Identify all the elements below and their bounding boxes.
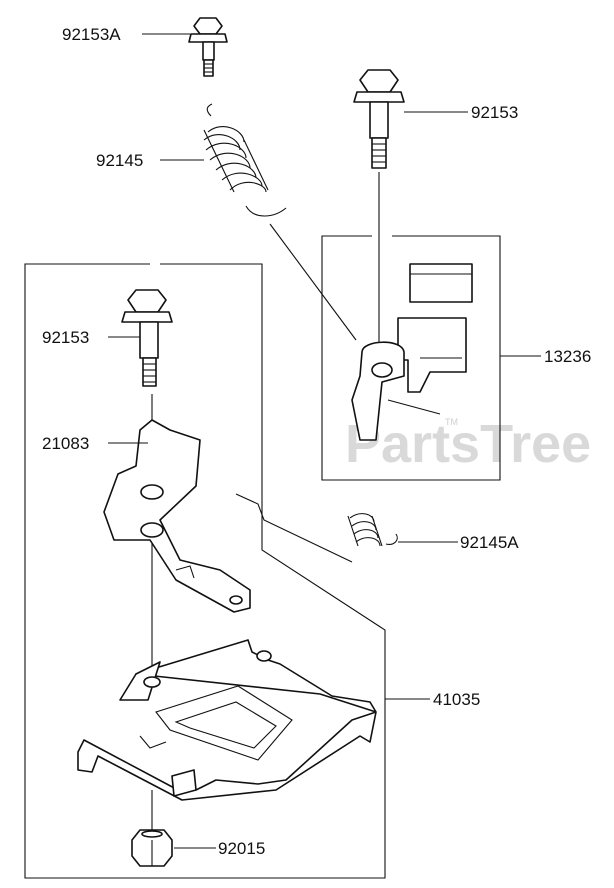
- watermark-tm: TM: [445, 417, 458, 427]
- bolt-92153-lower: [121, 289, 173, 387]
- group-outline-41035: [24, 263, 386, 879]
- callout-13236: 13236: [544, 347, 591, 366]
- nut-92015: [131, 829, 173, 867]
- callout-41035: 41035: [433, 690, 480, 709]
- link-92145-13236: [269, 223, 357, 341]
- watermark: PartsTree: [345, 414, 591, 474]
- link-plate-21083: [103, 419, 251, 613]
- bolt-92153-upper: [353, 69, 405, 169]
- callout-92153-lower: 92153: [42, 328, 89, 347]
- spring-92145a: [347, 513, 398, 547]
- lever-13236: [351, 263, 473, 441]
- spring-92145: [203, 126, 287, 217]
- bracket-41035: [77, 639, 377, 801]
- link-92153a-92145: [206, 103, 213, 117]
- bolt-92153a: [188, 17, 228, 77]
- callout-92153a: 92153A: [62, 25, 121, 44]
- callout-92153-upper: 92153: [471, 103, 518, 122]
- callout-92145a: 92145A: [460, 533, 519, 552]
- callout-21083: 21083: [42, 434, 89, 453]
- group-outline-13236: [321, 235, 501, 481]
- link-92145a: [235, 493, 353, 563]
- callout-92015: 92015: [218, 839, 265, 858]
- callout-92145: 92145: [96, 151, 143, 170]
